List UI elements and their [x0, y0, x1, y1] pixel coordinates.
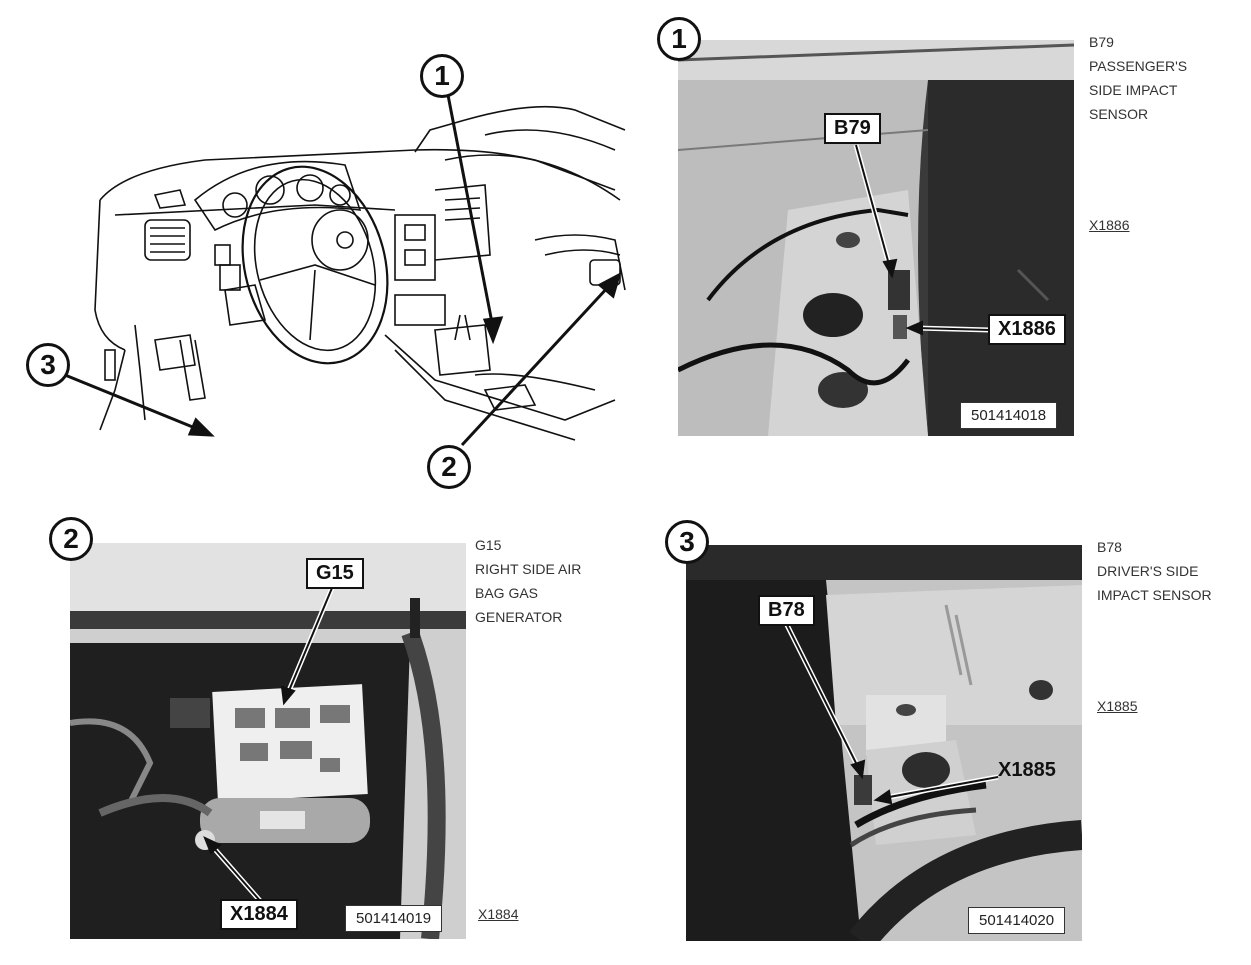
- caption-line: SENSOR: [1089, 106, 1149, 122]
- caption-line: BAG GAS: [475, 585, 539, 601]
- connector-ref-x1886: X1886: [1089, 217, 1130, 233]
- caption-line: G15: [475, 537, 502, 553]
- connector-ref-x1885: X1885: [1097, 698, 1138, 714]
- overview-callout-2: 2: [427, 445, 471, 489]
- label-b78: B78: [758, 595, 815, 626]
- dashboard-overview-drawing: 1 2 3: [15, 40, 635, 490]
- photo-3-number: 3: [665, 520, 709, 564]
- label-x1884: X1884: [220, 899, 298, 930]
- figure-code-2: 501414019: [345, 905, 443, 932]
- label-x1885: X1885: [998, 759, 1056, 781]
- figure-code-3: 501414020: [968, 907, 1066, 934]
- caption-line: SIDE IMPACT: [1089, 82, 1178, 98]
- photo-2-image: [70, 543, 466, 939]
- photo-3-arrows: [783, 621, 999, 805]
- label-b79: B79: [824, 113, 881, 144]
- photo-2-arrows: [203, 587, 335, 905]
- photo-g15-gas-generator: G15 X1884 501414019: [70, 543, 466, 939]
- photo-b79-passenger-sensor: B79 X1886 501414018: [678, 40, 1074, 436]
- caption-line: IMPACT SENSOR: [1097, 587, 1212, 603]
- photo-1-arrows: [853, 144, 991, 336]
- figure-code-1: 501414018: [960, 402, 1058, 429]
- caption-b78: B78 DRIVER'S SIDE IMPACT SENSOR: [1097, 535, 1212, 607]
- photo-b78-driver-sensor: B78 X1885 501414020: [686, 545, 1082, 941]
- label-x1886: X1886: [988, 314, 1066, 345]
- caption-line: DRIVER'S SIDE: [1097, 563, 1199, 579]
- overview-callout-3: 3: [26, 343, 70, 387]
- caption-b79: B79 PASSENGER'S SIDE IMPACT SENSOR: [1089, 30, 1187, 126]
- dashboard-line-art: [64, 94, 626, 447]
- photo-3-image: [686, 545, 1082, 941]
- caption-g15: G15 RIGHT SIDE AIR BAG GAS GENERATOR: [475, 533, 581, 629]
- overview-callout-1: 1: [420, 54, 464, 98]
- photo-1-number: 1: [657, 17, 701, 61]
- connector-ref-x1884: X1884: [478, 906, 519, 922]
- caption-line: B79: [1089, 34, 1114, 50]
- caption-line: RIGHT SIDE AIR: [475, 561, 582, 577]
- caption-line: GENERATOR: [475, 609, 563, 625]
- photo-2-number: 2: [49, 517, 93, 561]
- caption-line: PASSENGER'S: [1089, 58, 1188, 74]
- photo-1-image: [678, 40, 1074, 436]
- caption-line: B78: [1097, 539, 1122, 555]
- label-g15: G15: [306, 558, 364, 589]
